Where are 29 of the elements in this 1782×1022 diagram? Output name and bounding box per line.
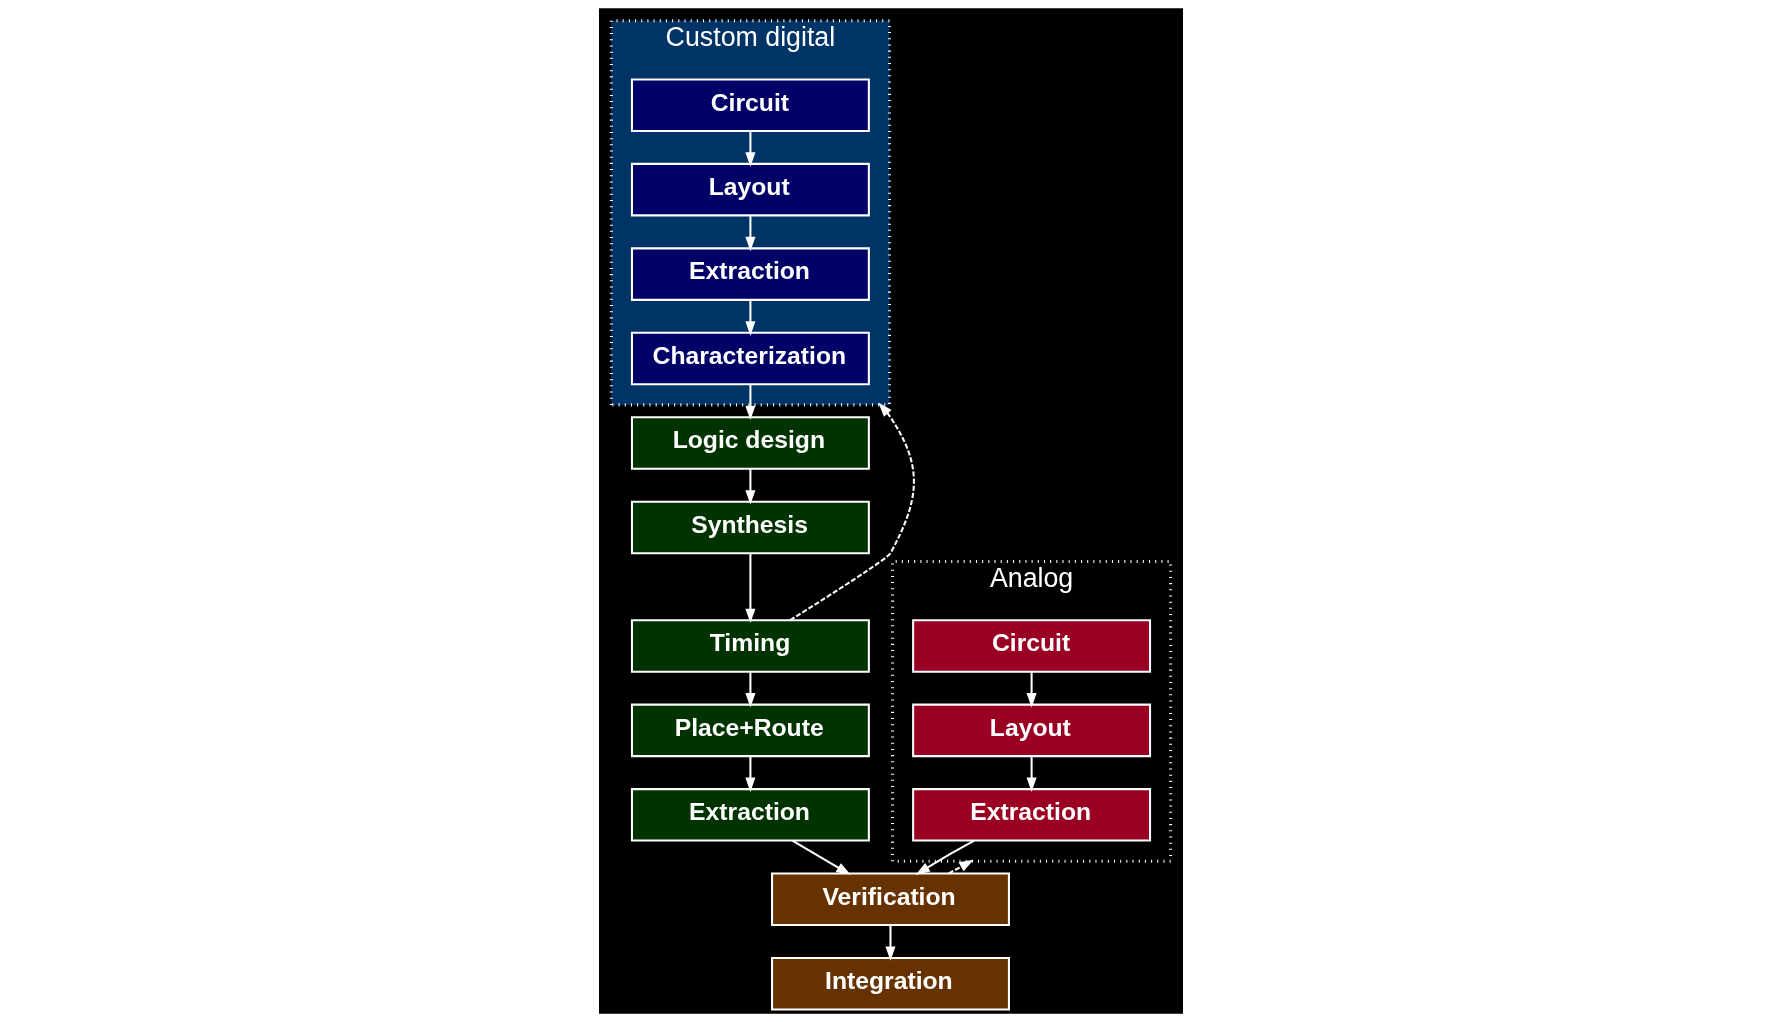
arrow <box>745 671 756 708</box>
node-box: Extraction <box>912 788 1152 842</box>
node-box: Verification <box>771 872 1010 927</box>
node-box: Layout <box>912 703 1152 758</box>
node-box: Extraction <box>630 247 870 301</box>
arrow <box>885 925 896 961</box>
arrow <box>791 839 851 875</box>
arrow <box>745 468 756 505</box>
node-box: Characterization <box>630 331 870 386</box>
node-box: Logic design <box>630 416 870 470</box>
arrow <box>745 384 756 421</box>
arrow <box>745 756 756 792</box>
arrow <box>745 299 756 336</box>
node-box: Circuit <box>630 78 870 132</box>
node-box: Place+Route <box>630 703 870 758</box>
arrow <box>745 130 756 167</box>
arrow <box>1026 756 1037 792</box>
node-box: Integration <box>771 957 1010 1011</box>
node-box: Extraction <box>630 788 870 842</box>
node-box: Timing <box>630 619 870 673</box>
node-box: Circuit <box>912 619 1152 673</box>
arrow <box>915 839 975 875</box>
node-box: Synthesis <box>630 500 870 555</box>
arrow <box>745 215 756 252</box>
arrow <box>789 402 915 622</box>
node-box: Layout <box>630 162 870 217</box>
arrow <box>948 859 974 875</box>
arrow <box>1026 671 1037 708</box>
arrow <box>745 553 756 624</box>
